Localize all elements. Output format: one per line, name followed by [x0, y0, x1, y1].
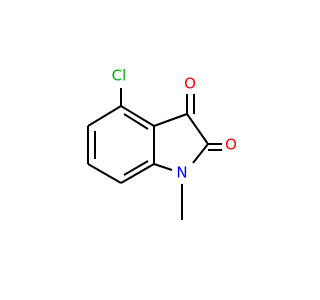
bond-c3a-c3 [153, 113, 188, 127]
benzene-ring [87, 105, 155, 184]
oxygen-atom-label-right: O [225, 136, 237, 154]
chlorine-atom-label: Cl [112, 67, 127, 85]
bond-n-c7a [153, 163, 173, 171]
molecule-structure-diagram: Cl O O N [87, 67, 237, 220]
nitrogen-atom-label: N [176, 164, 187, 182]
bond-c4-c5 [87, 105, 122, 127]
double-bond-inner-c7-c7a [123, 160, 149, 176]
bond-c3a-c4 [120, 105, 155, 127]
oxygen-atom-label-top: O [184, 75, 196, 93]
bond-c3-c2 [186, 113, 209, 145]
double-bond-inner-c3a-c4 [123, 113, 149, 130]
pyrrolidine-ring [153, 113, 209, 171]
bond-c7-c7a [120, 163, 155, 184]
bond-c2-n [192, 143, 209, 164]
bond-c6-c7 [87, 163, 122, 184]
